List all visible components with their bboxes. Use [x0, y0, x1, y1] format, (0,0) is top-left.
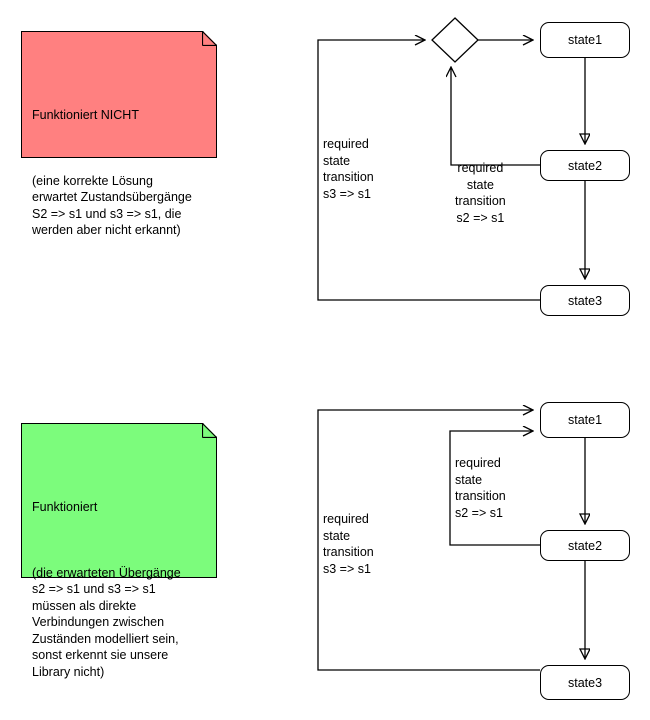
note-working: Funktioniert (die erwarteten Übergänge s… — [21, 423, 217, 679]
state-box-bottom-state2[interactable]: state2 — [540, 530, 630, 561]
note-fold-corner-icon — [203, 423, 217, 437]
edge-label-bottom-s3-to-s1: required state transition s3 => s1 — [323, 512, 374, 576]
edge-label-top-s3-to-s1: required state transition s3 => s1 — [323, 137, 374, 201]
state-label: state2 — [567, 538, 603, 553]
state-label: state2 — [567, 158, 603, 173]
state-box-bottom-state1[interactable]: state1 — [540, 402, 630, 438]
note-body: (die erwarteten Übergänge s2 => s1 und s… — [32, 565, 181, 679]
edge-label-top-s2-to-s1: required state transition s2 => s1 — [455, 161, 506, 225]
state-label: state1 — [567, 33, 603, 47]
state-label: state1 — [567, 413, 603, 427]
note-body: (eine korrekte Lösung erwartet Zustandsü… — [32, 173, 192, 238]
top-decision-diamond — [431, 17, 479, 63]
state-label: state3 — [567, 293, 603, 308]
bottom-edge-s2-to-s1 — [449, 431, 540, 546]
edge-label-bottom-s2-to-s1: required state transition s2 => s1 — [455, 456, 506, 520]
state-box-top-state3[interactable]: state3 — [540, 285, 630, 316]
state-box-top-state1[interactable]: state1 — [540, 22, 630, 58]
note-fold-corner-icon — [203, 31, 217, 45]
state-box-top-state2[interactable]: state2 — [540, 150, 630, 181]
top-edge-s2-to-s1 — [451, 68, 540, 166]
top-edge-s3-to-s1 — [317, 40, 540, 301]
note-title: Funktioniert — [32, 500, 98, 514]
note-not-working: Funktioniert NICHT (eine korrekte Lösung… — [21, 31, 217, 237]
bottom-edge-s3-to-s1 — [317, 410, 540, 671]
state-box-bottom-state3[interactable]: state3 — [540, 665, 630, 700]
note-title: Funktioniert NICHT — [32, 108, 139, 122]
state-label: state3 — [567, 675, 603, 690]
